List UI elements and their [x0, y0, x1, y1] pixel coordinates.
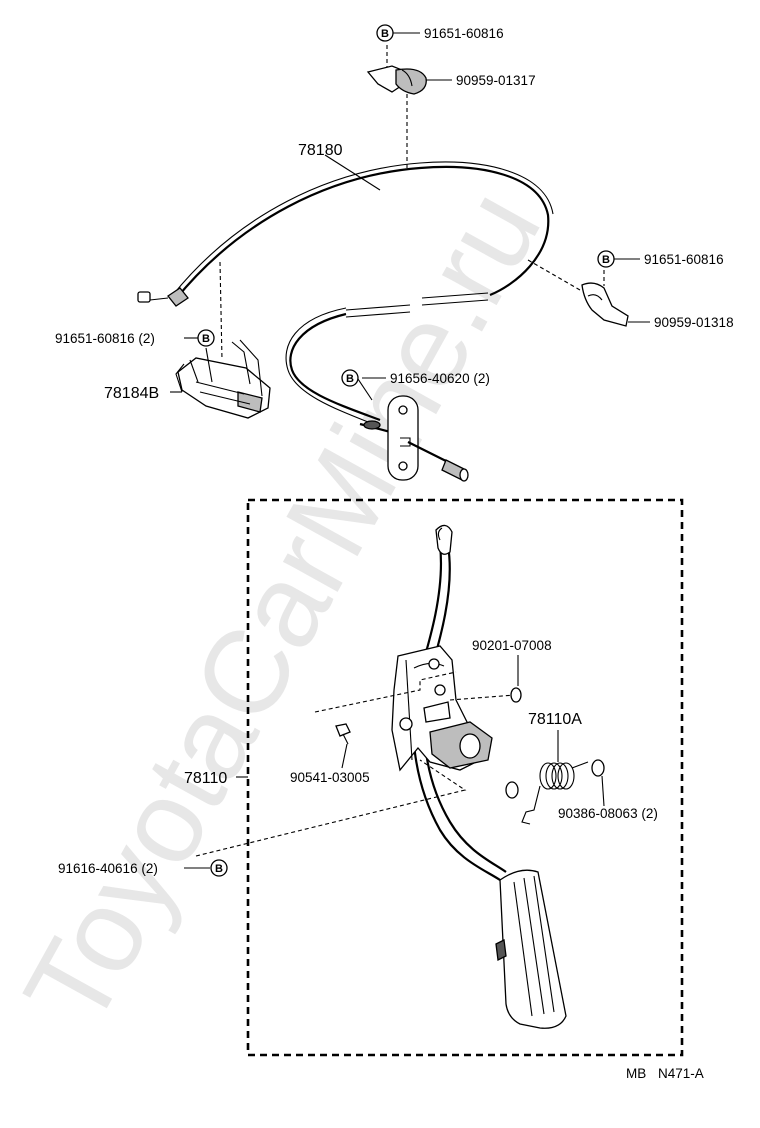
badge-b-bracket: B [197, 329, 215, 347]
label-bracket-bolt: 91651-60816 (2) [55, 331, 155, 346]
label-clip-bolt-right: 91651-60816 [644, 252, 724, 267]
pedal-hanger-part [195, 645, 516, 857]
label-clamp-right: 90959-01318 [654, 315, 734, 330]
label-screw: 90541-03005 [290, 770, 370, 785]
clamp-top-part [366, 45, 427, 168]
cable-part [137, 161, 554, 427]
label-clip-upper: 90201-07008 [472, 638, 552, 653]
badge-b-pedal: B [210, 859, 228, 877]
clip-part [510, 687, 522, 703]
label-pedal-bolt: 91616-40616 (2) [58, 861, 158, 876]
svg-text:B: B [215, 863, 223, 875]
badge-b-right: B [597, 250, 615, 268]
bracket-part [175, 339, 271, 419]
label-clamp-top: 90959-01317 [456, 73, 536, 88]
pedal-lever-part [411, 524, 567, 1029]
clamp-right-part [527, 259, 629, 327]
grommet-part [359, 395, 469, 482]
diagram-code-number: N471-A [658, 1066, 704, 1081]
diagram-code-prefix: MB [626, 1066, 646, 1081]
label-clip-bolt-top: 91651-60816 [424, 26, 504, 41]
label-cable: 78180 [298, 142, 343, 159]
svg-text:B: B [202, 333, 210, 345]
label-bracket: 78184B [104, 385, 159, 402]
svg-text:B: B [346, 373, 354, 385]
label-grommet-bolt: 91656-40620 (2) [390, 371, 490, 386]
pedal-assembly-frame [246, 498, 684, 1057]
label-bushing: 90386-08063 (2) [558, 806, 658, 821]
svg-text:B: B [381, 28, 389, 40]
badge-b-grommet: B [341, 369, 359, 387]
screw-part [335, 723, 351, 769]
spring-part [505, 730, 605, 825]
badge-b-top: B [376, 24, 394, 42]
label-pedal-assy: 78110 [184, 770, 227, 787]
svg-text:B: B [602, 254, 610, 266]
label-spring: 78110A [528, 711, 582, 728]
